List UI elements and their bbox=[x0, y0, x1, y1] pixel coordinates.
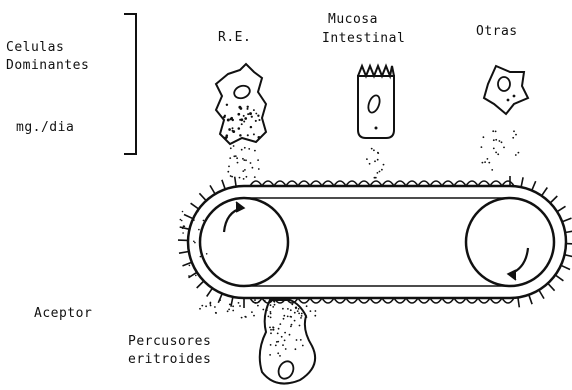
transport-belt bbox=[178, 130, 572, 318]
erythroid-precursor-icon bbox=[260, 300, 315, 384]
bracket bbox=[124, 14, 136, 154]
amoeboid-cell-icon bbox=[216, 64, 266, 144]
left-wheel bbox=[200, 198, 288, 286]
polygonal-cell-icon bbox=[484, 66, 528, 114]
columnar-cell-icon bbox=[358, 66, 394, 138]
